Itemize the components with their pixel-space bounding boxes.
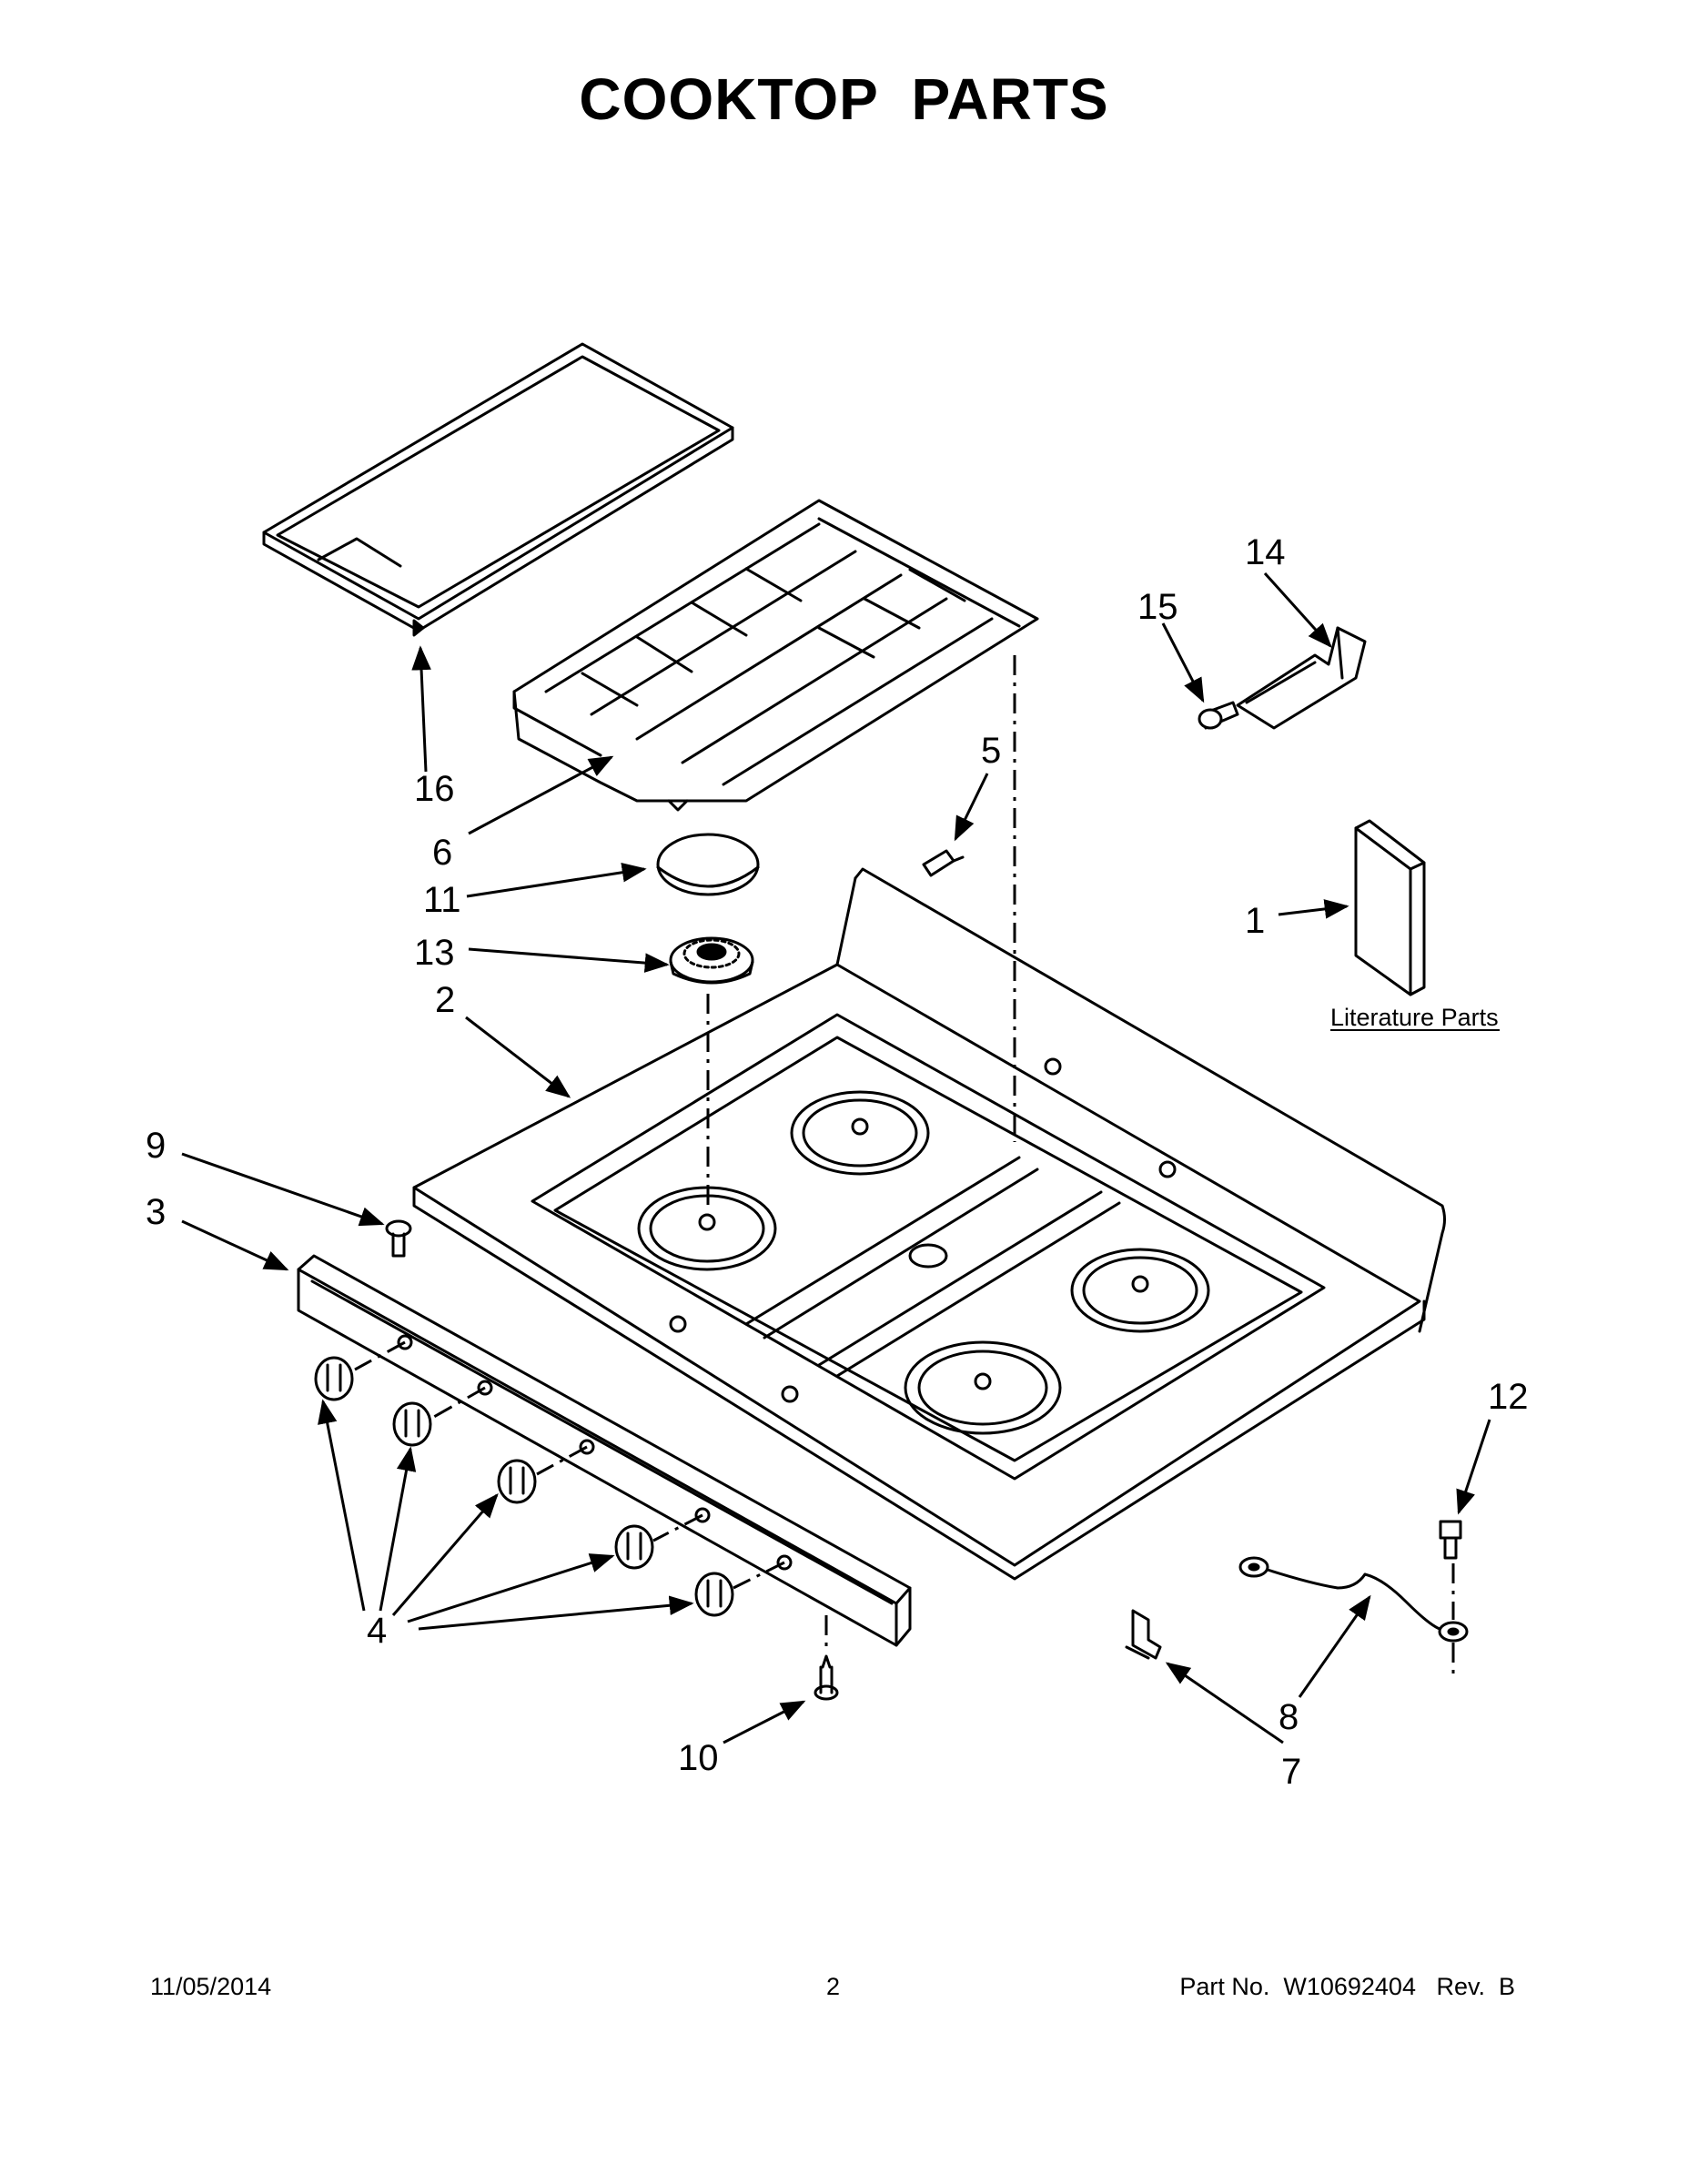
burner-base <box>669 936 754 985</box>
callout-12: 12 <box>1488 1377 1529 1417</box>
burner-cap <box>656 833 760 896</box>
panel-bottom-screw <box>814 1654 839 1701</box>
footer-date: 11/05/2014 <box>150 1973 272 2000</box>
griddle <box>262 342 734 637</box>
callout-9: 9 <box>146 1126 166 1166</box>
callout-7: 7 <box>1281 1752 1301 1792</box>
callout-4: 4 <box>367 1611 387 1651</box>
callout-13: 13 <box>414 933 455 973</box>
cooktop <box>412 867 1446 1581</box>
literature-parts-label: Literature Parts <box>1330 1004 1499 1031</box>
literature-book <box>1354 819 1426 996</box>
callout-6: 6 <box>432 833 452 873</box>
control-knobs <box>314 1356 734 1617</box>
callout-14: 14 <box>1245 532 1286 572</box>
ground-wire <box>1238 1556 1469 1643</box>
cooktop-screw <box>922 849 965 877</box>
callout-15: 15 <box>1137 587 1178 627</box>
wire-clip <box>1125 1609 1162 1660</box>
callout-10: 10 <box>678 1738 719 1778</box>
control-panel <box>297 1254 912 1647</box>
callout-8: 8 <box>1279 1697 1299 1737</box>
footer-page-number: 2 <box>826 1973 841 2000</box>
callout-3: 3 <box>146 1192 166 1232</box>
callout-16: 16 <box>414 769 455 809</box>
callout-1: 1 <box>1245 901 1265 941</box>
callout-2: 2 <box>435 980 455 1020</box>
footer-part-number: Part No. W10692404 Rev. B <box>1179 1973 1515 2000</box>
panel-screw <box>385 1219 412 1258</box>
page-title: COOKTOP PARTS <box>579 66 1109 132</box>
anti-tip-bracket <box>1236 626 1367 730</box>
callout-11: 11 <box>423 880 461 920</box>
bracket-screw <box>1198 701 1239 730</box>
callout-5: 5 <box>981 731 1001 771</box>
burner-grate <box>512 499 1039 812</box>
ground-screw <box>1439 1520 1462 1560</box>
